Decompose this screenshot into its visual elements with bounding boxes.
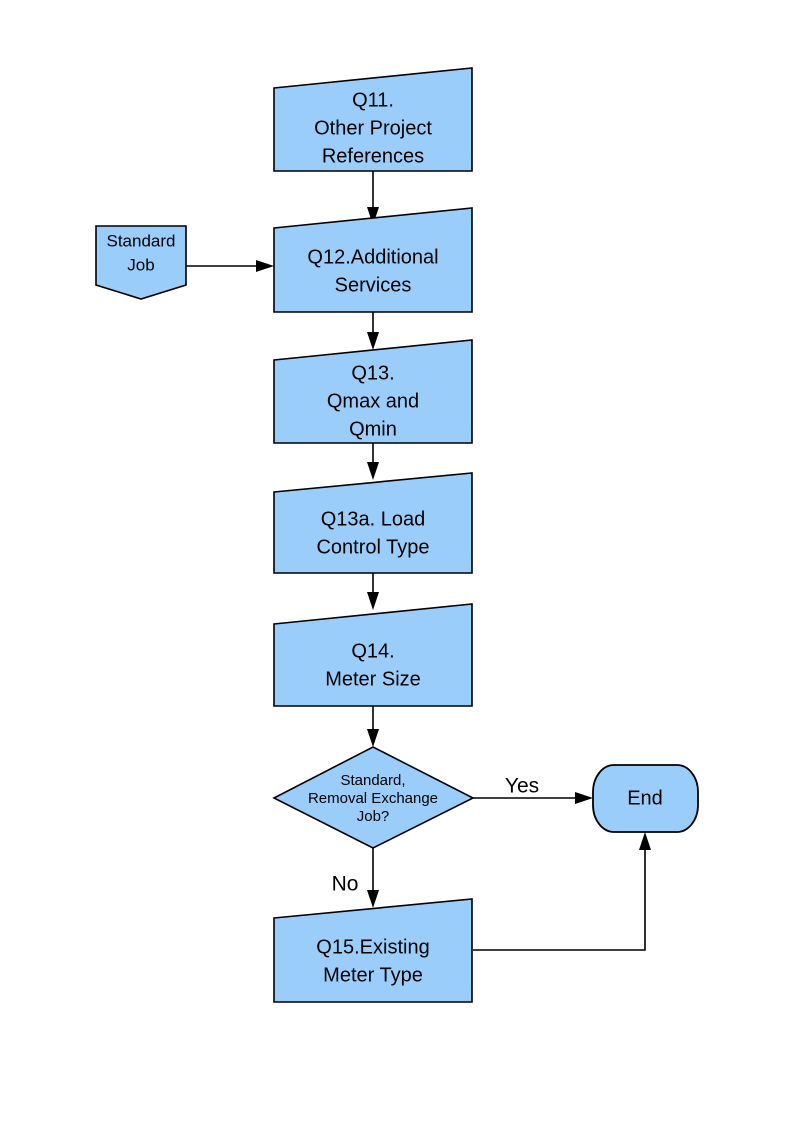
q15-shape[interactable] (273, 898, 473, 1003)
q13a-label-line2: Control Type (316, 536, 429, 558)
connector-decision-yes-to-end (473, 792, 593, 804)
decision-label-line2: Removal Exchange (308, 790, 438, 807)
q14-shape[interactable] (273, 603, 473, 707)
arrow-head-icon (367, 462, 379, 480)
arrow-head-icon (367, 207, 379, 225)
q11-label-line2: Other Project (314, 117, 432, 139)
q12-shape[interactable] (273, 207, 473, 313)
connector-q15-to-end (473, 832, 651, 951)
node-q11[interactable]: Q11. Other Project References (273, 67, 473, 172)
connector-q11-to-q12 (367, 171, 379, 225)
q13a-shape[interactable] (273, 472, 473, 574)
end-label: End (627, 787, 663, 809)
connector-q14-to-decision (367, 706, 379, 747)
q15-label-line2: Meter Type (323, 964, 423, 986)
q15-label-line1: Q15.Existing (316, 936, 429, 958)
arrow-head-icon (639, 832, 651, 850)
edge-label-no: No (332, 873, 359, 896)
node-end[interactable]: End (592, 764, 699, 833)
connector-q12-to-q13 (367, 312, 379, 350)
end-shape[interactable] (592, 764, 699, 833)
node-q15[interactable]: Q15.Existing Meter Type (273, 898, 473, 1003)
standard-job-label-line2: Job (127, 255, 154, 274)
connector-standardjob-to-q12 (186, 260, 274, 272)
connector-q13-to-q13a (367, 443, 379, 480)
connector-decision-no-to-q15 (367, 848, 379, 908)
q14-label-line2: Meter Size (325, 668, 421, 690)
decision-label-line1: Standard, (340, 772, 405, 789)
standard-job-label-line1: Standard (107, 231, 176, 250)
decision-label-line3: Job? (357, 808, 390, 825)
q13-shape[interactable] (273, 339, 473, 444)
decision-shape[interactable] (272, 746, 475, 849)
arrow-head-icon (256, 260, 274, 272)
q14-label-line1: Q14. (351, 640, 394, 662)
q12-label-line2: Services (335, 274, 412, 296)
q13a-label-line1: Q13a. Load (321, 508, 426, 530)
node-q14[interactable]: Q14. Meter Size (273, 603, 473, 707)
node-decision-standard-removal-exchange[interactable]: Standard, Removal Exchange Job? (272, 746, 475, 849)
arrow-head-icon (367, 592, 379, 610)
standard-job-shape[interactable] (95, 225, 187, 300)
arrow-head-icon (367, 729, 379, 747)
node-q13[interactable]: Q13. Qmax and Qmin (273, 339, 473, 444)
connector-q13a-to-q14 (367, 573, 379, 610)
arrow-head-icon (575, 792, 593, 804)
q13-label-line2: Qmax and (327, 390, 419, 412)
q11-label-line3: References (322, 145, 424, 167)
node-q13a[interactable]: Q13a. Load Control Type (273, 472, 473, 574)
node-standard-job[interactable]: Standard Job (95, 225, 187, 300)
q11-shape[interactable] (273, 67, 473, 172)
q13-label-line3: Qmin (349, 418, 397, 440)
arrow-head-icon (367, 332, 379, 350)
node-q12[interactable]: Q12.Additional Services (273, 207, 473, 313)
q13-label-line1: Q13. (351, 362, 394, 384)
edge-label-yes: Yes (505, 775, 539, 798)
q12-label-line1: Q12.Additional (307, 246, 438, 268)
arrow-head-icon (367, 890, 379, 908)
q11-label-line1: Q11. (352, 89, 394, 111)
